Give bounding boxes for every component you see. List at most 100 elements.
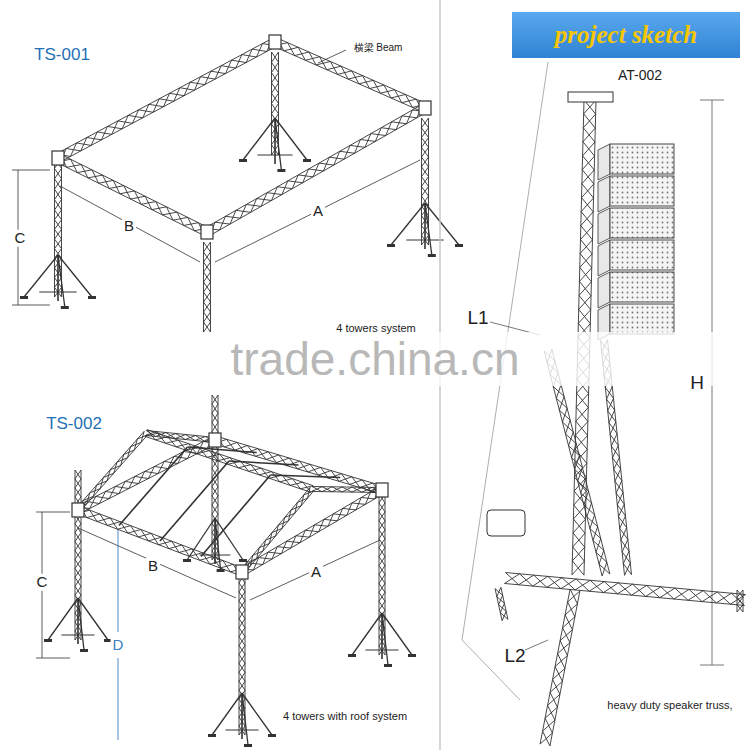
tripod-mast	[77, 598, 79, 644]
leader-line	[525, 640, 548, 650]
four-tower-truss	[12, 35, 463, 332]
figure-caption: 4 towers system	[336, 322, 415, 334]
roof-rafter	[271, 475, 341, 478]
truss-segment	[495, 587, 508, 620]
roof-rafter	[119, 447, 188, 526]
tripod-foot	[408, 654, 416, 657]
corner-block	[419, 101, 431, 115]
truss-segment	[204, 242, 211, 332]
tripod-mast	[381, 613, 383, 659]
corner-block	[72, 503, 84, 517]
corner-block	[209, 433, 221, 447]
speaker-cabinet	[610, 240, 674, 270]
figure-code: TS-002	[46, 415, 102, 434]
tripod-mast	[57, 255, 59, 301]
speaker-side	[598, 208, 610, 244]
tripod-leg	[24, 255, 58, 297]
watermark-band	[0, 332, 750, 386]
figure-code: TS-001	[34, 46, 90, 65]
dimension-line	[250, 540, 380, 600]
speaker-side	[598, 144, 610, 180]
watermark: trade.china.cn	[231, 334, 520, 385]
tripod-foot	[208, 734, 216, 737]
dimension-line	[215, 160, 420, 262]
speaker-cabinet	[610, 304, 674, 334]
leader-line	[318, 50, 346, 63]
speaker-side	[598, 240, 610, 276]
tripod-mast	[424, 203, 426, 249]
dimension-label: L1	[467, 308, 488, 329]
truss-segment	[205, 104, 427, 236]
tripod-mast	[274, 118, 276, 164]
dimension-label: H	[690, 373, 704, 394]
speaker-side	[598, 176, 610, 212]
tripod-foot	[277, 169, 285, 172]
tripod-foot	[239, 559, 247, 562]
tripod-foot	[239, 159, 247, 162]
dimension-line	[60, 186, 200, 262]
roof-rafter	[188, 447, 257, 453]
truss-segment	[214, 436, 383, 494]
truss-segment	[55, 158, 62, 210]
truss-segment	[504, 573, 745, 606]
tripod-leg	[382, 613, 388, 665]
tripod-foot	[88, 296, 96, 299]
tripod-foot	[428, 254, 436, 257]
tripod-leg	[391, 203, 425, 245]
dimension-tick	[700, 100, 724, 101]
banner-text: project sketch	[555, 21, 697, 49]
dimension-line	[118, 530, 119, 632]
truss-segment	[273, 38, 427, 112]
roof-rafter	[160, 461, 229, 541]
tripod-foot	[20, 296, 28, 299]
dimension-tick	[36, 512, 70, 513]
speaker-cabinet	[610, 208, 674, 238]
corner-block	[52, 151, 64, 165]
tripod-leg	[212, 693, 242, 735]
speaker-cabinet	[610, 272, 674, 302]
dimension-tick	[36, 658, 70, 659]
title-banner: project sketch	[512, 12, 740, 58]
dimension-label: D	[111, 637, 126, 654]
tripod-leg	[243, 118, 275, 160]
truss-segment	[240, 487, 314, 573]
truss-segment	[312, 487, 382, 493]
dimension-tick	[12, 305, 50, 306]
tripod-foot	[244, 744, 252, 747]
tripod-foot	[183, 559, 191, 562]
dimension-tick	[12, 170, 50, 171]
tripod-foot	[384, 664, 392, 667]
truss-segment	[146, 431, 216, 443]
truss-segment	[76, 431, 148, 511]
part-name: 横梁 Beam	[354, 42, 403, 53]
tripod-leg	[352, 613, 382, 655]
roof-rafter	[201, 475, 271, 557]
speaker-cabinet	[610, 144, 674, 174]
corner-block	[376, 483, 388, 497]
dimension-label: B	[122, 218, 136, 235]
amplifier-box	[487, 510, 525, 536]
truss-segment	[240, 487, 384, 576]
dimension-label: L2	[504, 646, 525, 667]
dimension-tick	[700, 665, 724, 666]
roof-truss	[36, 395, 416, 747]
dimension-label: C	[35, 574, 50, 591]
roof-rafter	[229, 461, 299, 465]
dimension-line	[78, 528, 236, 598]
tripod-mast	[241, 693, 243, 739]
tripod-leg	[48, 598, 78, 640]
tripod-foot	[44, 639, 52, 642]
tripod-foot	[80, 649, 88, 652]
figure-code: AT-002	[618, 68, 662, 83]
dimension-label: A	[309, 564, 323, 581]
dimension-label: A	[311, 203, 325, 220]
speaker-side	[598, 272, 610, 308]
truss-segment	[145, 430, 313, 493]
figure-caption: heavy duty speaker truss,	[607, 699, 732, 711]
tripod-foot	[348, 654, 356, 657]
dimension-label: B	[146, 558, 160, 575]
tripod-leg	[78, 598, 84, 650]
tripod-leg	[215, 518, 221, 570]
